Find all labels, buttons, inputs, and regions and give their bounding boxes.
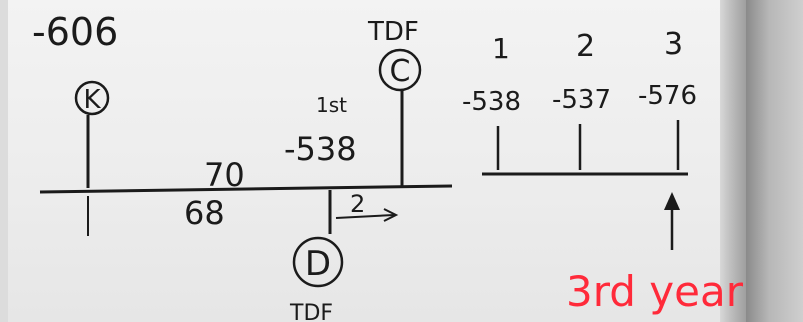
node-c-tag: TDF — [367, 17, 419, 47]
value-minus-538: -538 — [284, 130, 357, 168]
node-k-label: K — [83, 85, 101, 115]
tick-3-label: 3 — [664, 27, 683, 62]
node-c-circle — [378, 48, 422, 92]
background-wall — [746, 0, 803, 322]
third-year-note: 3rd year — [566, 267, 744, 316]
node-c-label: C — [390, 54, 411, 89]
label-1st: 1st — [316, 93, 347, 117]
arrow-label-2: 2 — [350, 190, 365, 218]
node-d-tag: TDF — [289, 301, 333, 322]
tick-3-value: -576 — [638, 81, 697, 111]
node-d-label: D — [305, 244, 331, 284]
up-arrow-icon — [664, 192, 680, 210]
value-70: 70 — [204, 156, 245, 194]
tick-1-value: -538 — [462, 87, 521, 117]
tick-2-label: 2 — [576, 29, 595, 64]
arrow-right-icon — [383, 208, 399, 222]
tick-1-label: 1 — [492, 32, 510, 65]
value-68: 68 — [184, 194, 225, 232]
arrow-right-shaft — [335, 214, 395, 219]
value-minus-606: -606 — [32, 10, 118, 54]
board-frame-edge — [720, 0, 746, 322]
whiteboard-surface — [0, 0, 745, 322]
board-left-edge — [0, 0, 8, 322]
tick-2-value: -537 — [552, 85, 611, 115]
node-k-circle — [74, 80, 110, 116]
main-axis-line — [39, 184, 453, 194]
node-d-circle — [292, 236, 344, 288]
